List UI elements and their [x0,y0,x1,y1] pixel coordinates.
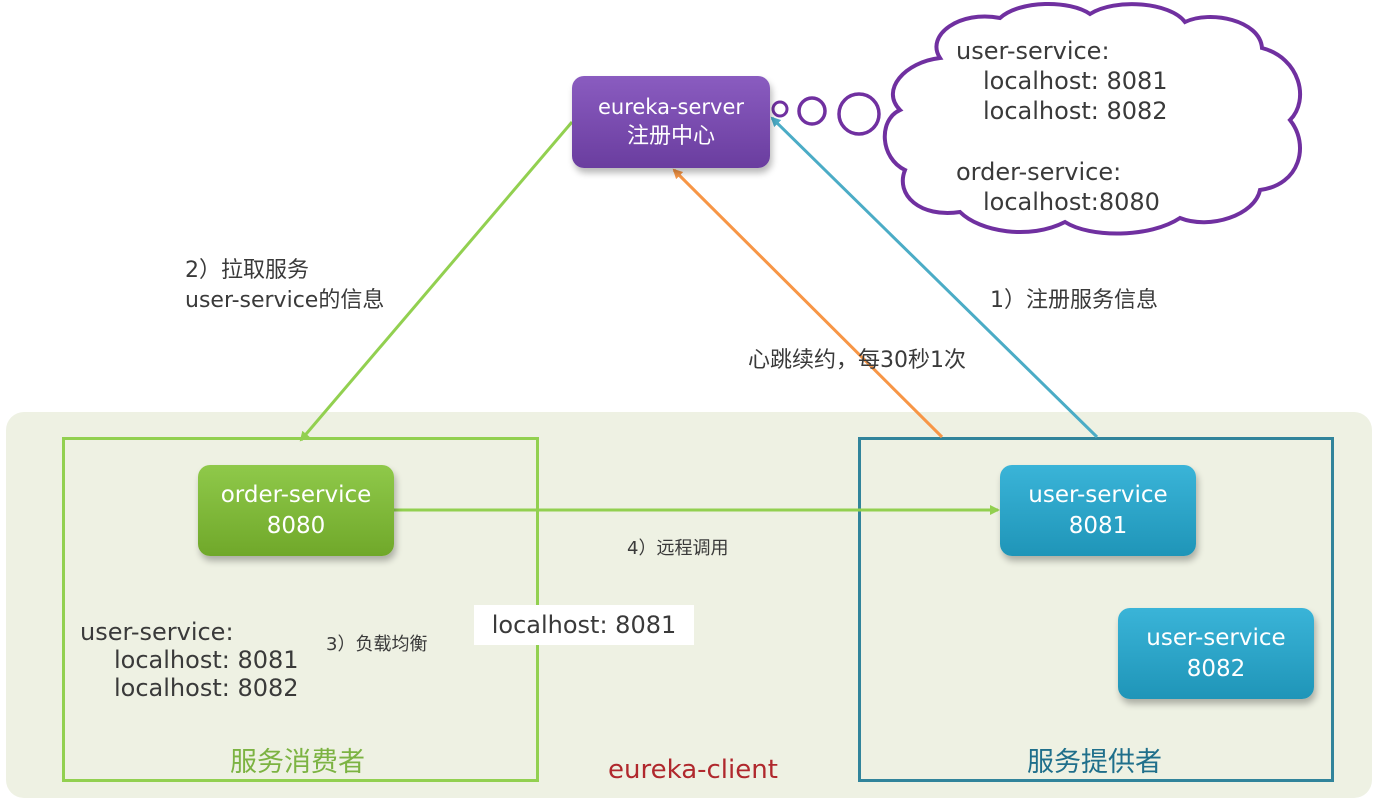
consumer-cache-list: user-service: localhost: 8081 localhost:… [80,617,299,702]
pull-step-line: 2）拉取服务 [185,258,309,283]
cache-instance: localhost: 8081 [114,646,299,674]
order-service-node: order-service 8080 [198,465,394,556]
user-service-port: 8082 [1186,655,1246,682]
remote-call-label: 4）远程调用 [627,538,729,559]
registry-instance: localhost: 8081 [983,67,1168,95]
register-step-label: 1）注册服务信息 [990,288,1158,313]
registry-instance: localhost:8080 [983,188,1160,216]
server-subtitle: 注册中心 [626,124,715,149]
chosen-instance-box: localhost: 8081 [474,605,694,645]
order-service-port: 8080 [266,512,326,539]
provider-title: 服务提供者 [1027,747,1162,778]
cloud-bubble-small [771,100,789,118]
load-balance-label: 3）负载均衡 [326,634,428,655]
user-service-8082-node: user-service 8082 [1118,608,1314,699]
heartbeat-label: 心跳续约，每30秒1次 [748,348,966,373]
cache-instance: localhost: 8082 [114,674,299,702]
registry-gap [956,126,1168,157]
user-service-name: user-service [1146,624,1286,651]
server-name: eureka-server [597,95,745,119]
pull-step-line: user-service的信息 [185,288,385,313]
user-service-port: 8081 [1068,512,1128,539]
eureka-client-label: eureka-client [608,755,778,785]
cache-service: user-service: [80,618,234,646]
register-arrow [770,116,1099,439]
order-service-name: order-service [220,481,372,508]
provider-group-box [858,437,1334,782]
pull-step-label: 2）拉取服务 user-service的信息 [185,256,384,316]
consumer-title: 服务消费者 [230,747,365,778]
registry-service: user-service: [956,37,1110,65]
user-service-8081-node: user-service 8081 [1000,465,1196,556]
pull-arrow [299,121,574,442]
cloud-bubble-large [837,92,881,136]
cloud-bubble-medium [797,96,827,126]
user-service-name: user-service [1028,481,1168,508]
registry-cloud [882,1,1303,236]
heartbeat-arrow [672,168,944,439]
registry-list: user-service: localhost: 8081 localhost:… [956,36,1168,217]
eureka-server-node: eureka-server 注册中心 [572,76,770,168]
registry-instance: localhost: 8082 [983,97,1168,125]
registry-service: order-service: [956,158,1122,186]
